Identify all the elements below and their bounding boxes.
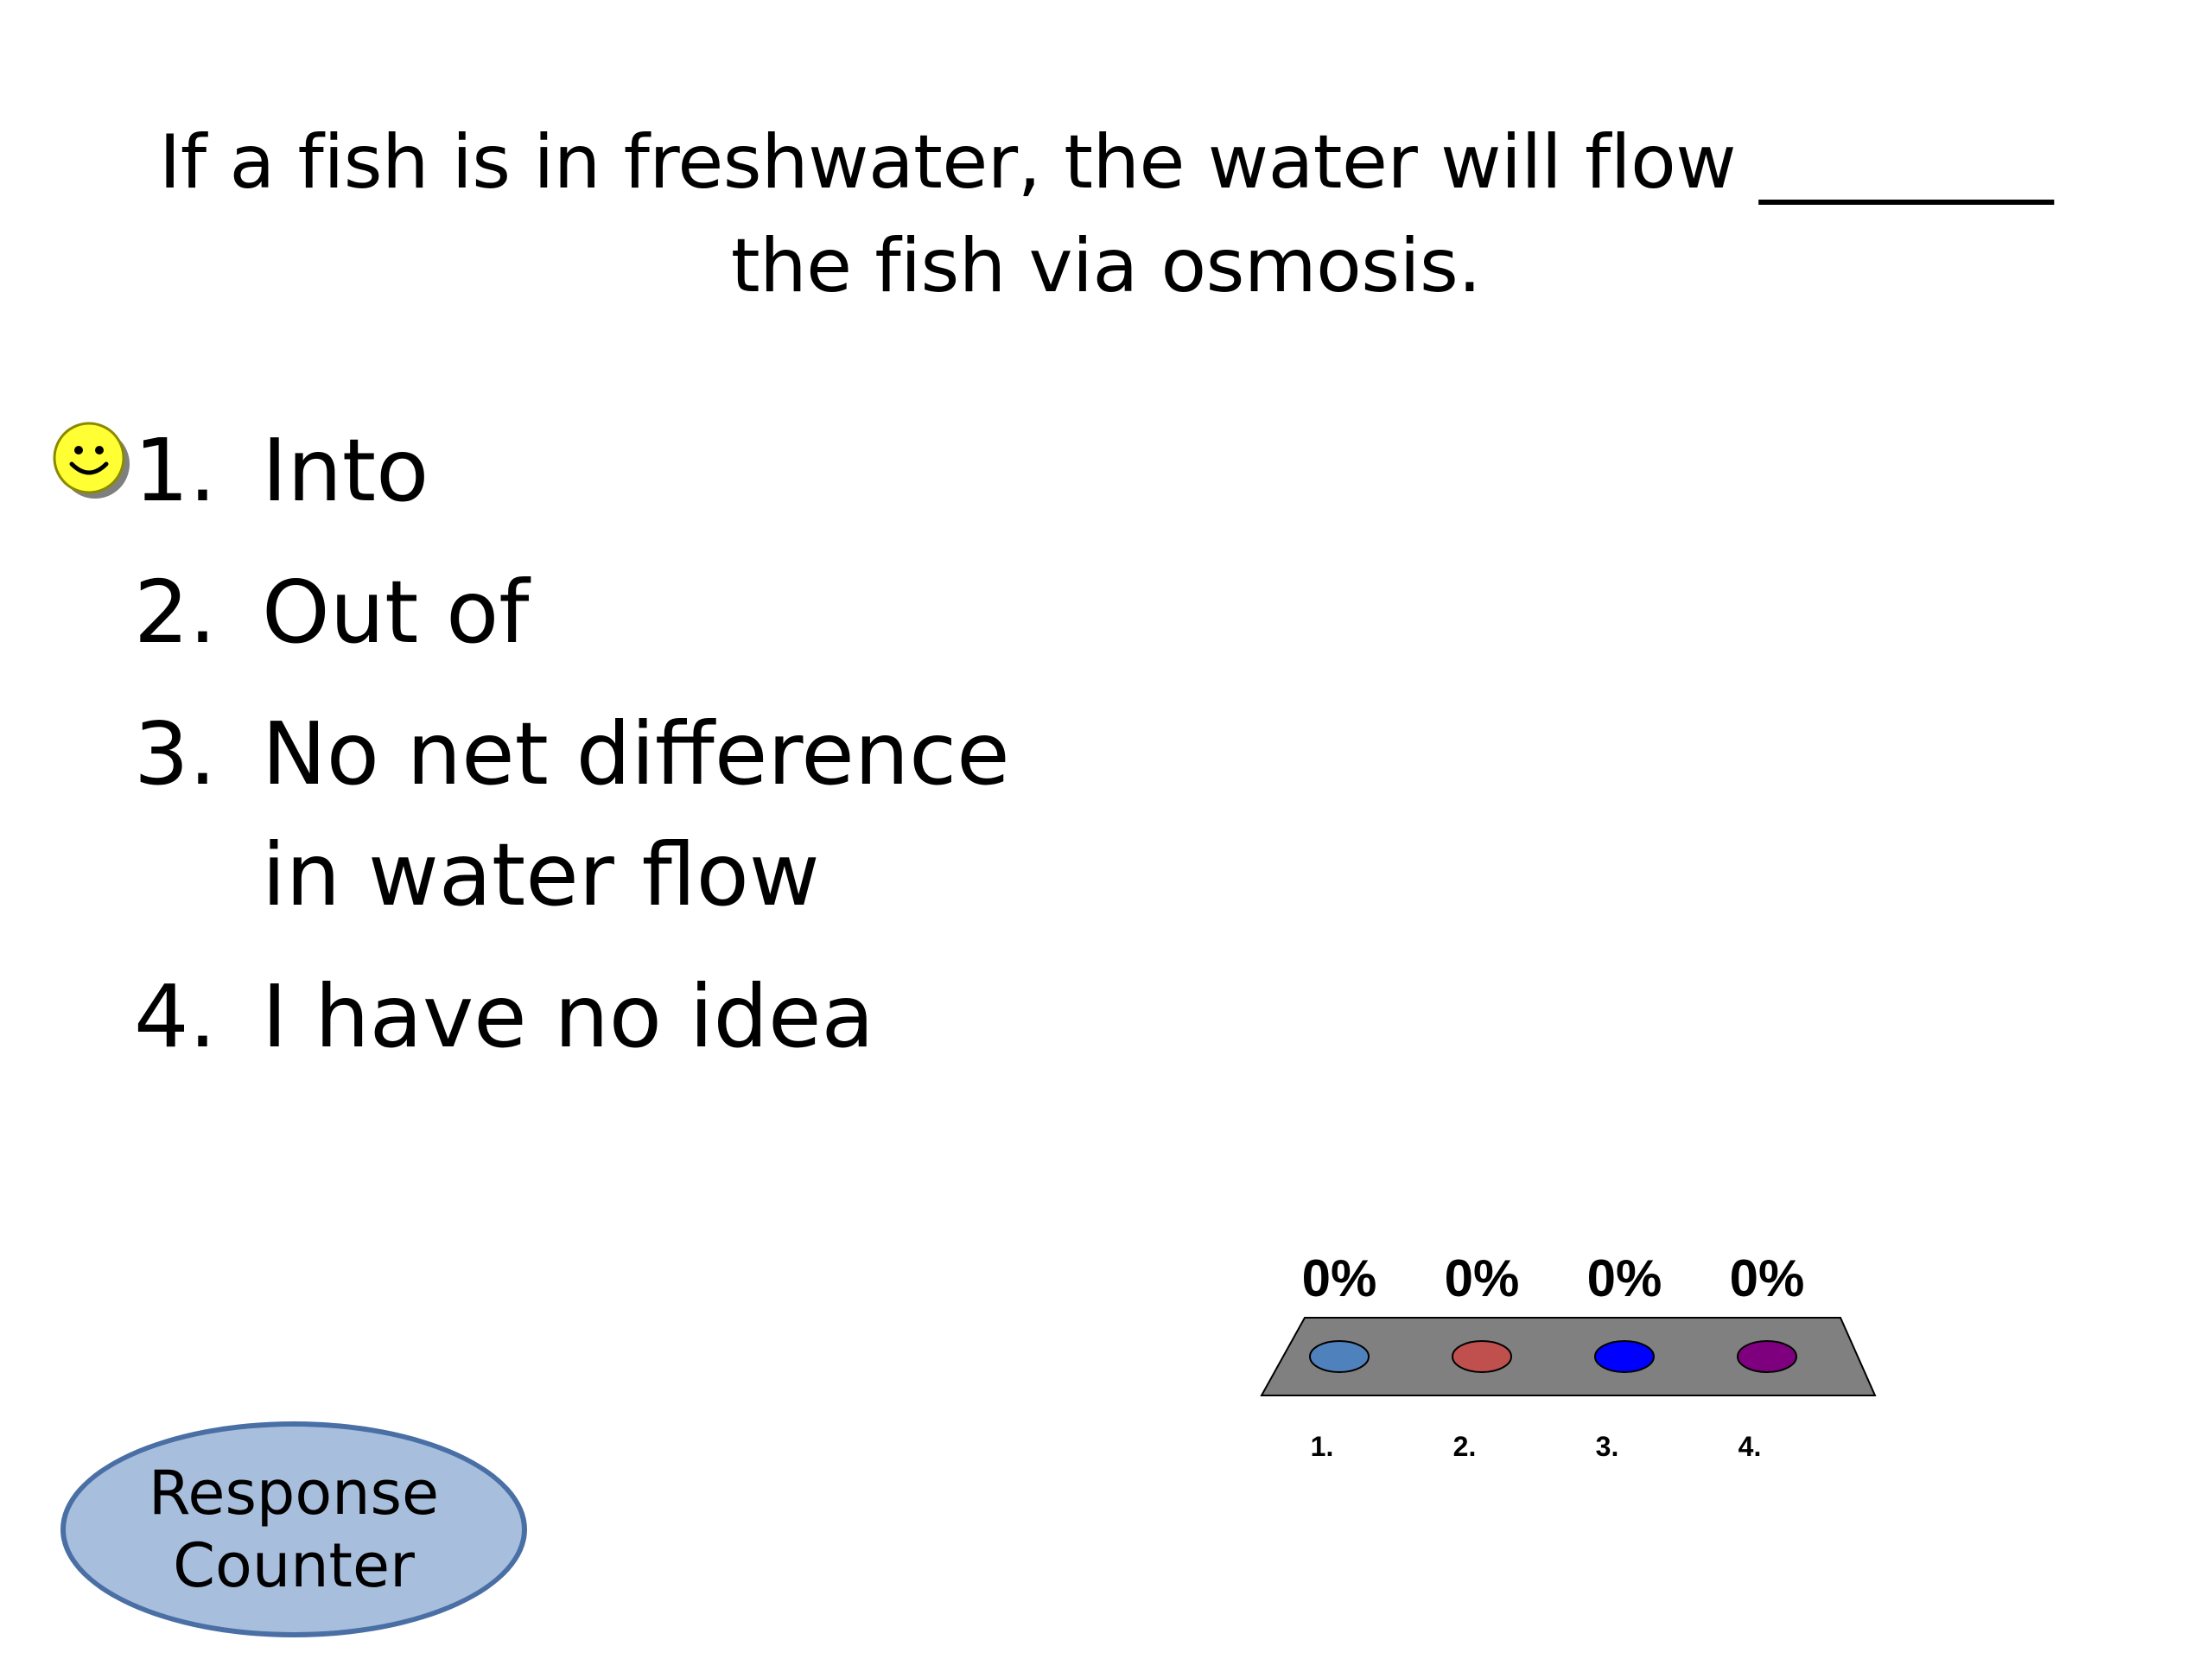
answer-number: 2.	[134, 562, 217, 663]
chart-bar-top-1	[1309, 1340, 1370, 1373]
answer-option-2[interactable]: 2. Out of	[134, 552, 1344, 673]
chart-category-label-4: 4.	[1738, 1431, 1762, 1462]
answer-text: I have no idea	[262, 966, 874, 1067]
chart-bar-top-3	[1594, 1340, 1655, 1373]
question-line-2: the fish via osmosis.	[730, 223, 1482, 309]
chart-category-label-1: 1.	[1311, 1431, 1334, 1462]
chart-category-label-3: 3.	[1596, 1431, 1619, 1462]
chart-bar-top-2	[1452, 1340, 1512, 1373]
response-counter-label: Response Counter	[148, 1458, 440, 1601]
question-text: If a fish is in freshwater, the water wi…	[156, 111, 2056, 318]
answer-number: 3.	[134, 703, 217, 804]
chart-data-label-3: 0%	[1587, 1249, 1662, 1307]
chart-bar-top-4	[1737, 1340, 1797, 1373]
answer-option-4[interactable]: 4. I have no idea	[134, 957, 1344, 1077]
response-chart: 0% 1. 0% 2. 0% 3. 0% 4.	[1244, 1236, 1884, 1486]
chart-data-label-1: 0%	[1302, 1249, 1377, 1307]
answer-number: 4.	[134, 966, 217, 1067]
question-line-1: If a fish is in freshwater, the water wi…	[159, 119, 2053, 206]
answer-text: Into	[262, 420, 429, 521]
response-counter-button[interactable]: Response Counter	[60, 1421, 527, 1637]
answer-option-3[interactable]: 3. No net difference in water flow	[134, 694, 1344, 936]
answer-text: Out of	[262, 562, 530, 663]
response-chart-svg: 0% 1. 0% 2. 0% 3. 0% 4.	[1260, 1249, 1877, 1462]
answer-option-1[interactable]: 1. Into	[134, 410, 1344, 531]
answer-text: No net difference in water flow	[262, 703, 1010, 925]
smiley-icon	[53, 422, 130, 499]
answer-number: 1.	[134, 420, 217, 521]
answer-list: 1. Into 2. Out of 3. No net difference i…	[134, 410, 1344, 1098]
chart-floor	[1260, 1317, 1877, 1396]
chart-data-label-4: 0%	[1730, 1249, 1805, 1307]
chart-data-label-2: 0%	[1445, 1249, 1520, 1307]
chart-category-label-2: 2.	[1453, 1431, 1477, 1462]
